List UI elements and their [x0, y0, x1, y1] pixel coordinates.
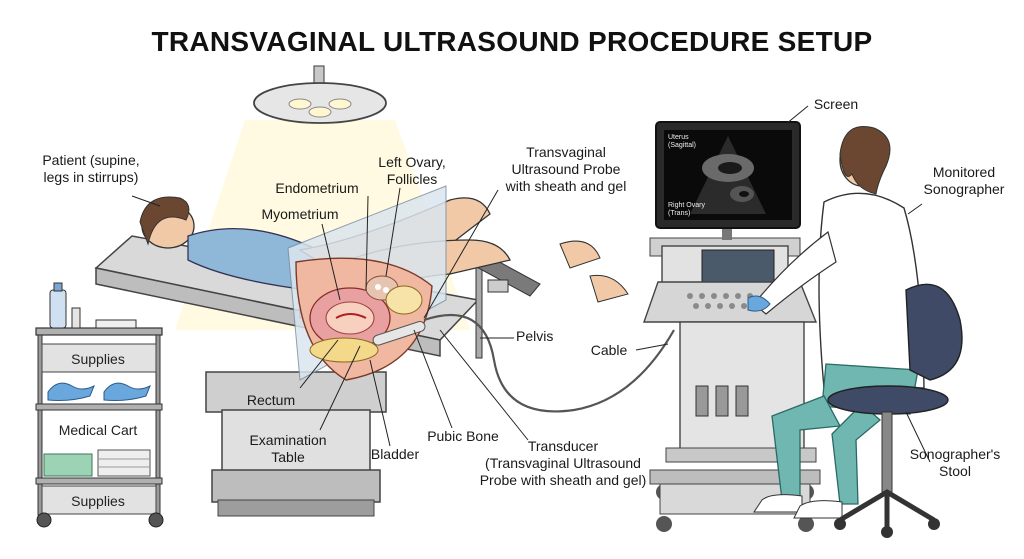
- label-pubic-bone: Pubic Bone: [427, 428, 499, 444]
- label-transducer: Transducer (Transvaginal Ultrasound Prob…: [479, 438, 647, 488]
- label-cable: Cable: [590, 342, 628, 358]
- label-rectum: Rectum: [246, 392, 296, 408]
- label-monitored-sonographer: Monitored Sonographer: [923, 164, 1005, 197]
- label-bladder: Bladder: [370, 446, 420, 462]
- medical-cart: [35, 282, 164, 528]
- label-sonographer-stool: Sonographer's Stool: [909, 446, 1001, 479]
- cart-label-supplies-bottom: Supplies: [71, 493, 125, 509]
- screen-text-uterus: Uterus (Sagittal): [668, 134, 697, 149]
- label-screen: Screen: [813, 96, 859, 112]
- label-endometrium: Endometrium: [275, 180, 359, 196]
- sonographer-stool: [827, 283, 963, 538]
- leader-lines: [131, 105, 931, 463]
- label-left-ovary: Left Ovary, Follicles: [378, 154, 446, 187]
- cart-label-medical-cart: Medical Cart: [58, 422, 138, 438]
- cart-label-supplies-top: Supplies: [71, 351, 125, 367]
- diagram-title: TRANSVAGINAL ULTRASOUND PROCEDURE SETUP: [151, 26, 873, 57]
- label-patient: Patient (supine, legs in stirrups): [42, 152, 140, 185]
- screen-text-ovary: Right Ovary (Trans): [668, 202, 705, 217]
- label-myometrium: Myometrium: [261, 206, 339, 222]
- label-examination-table: Examination Table: [249, 432, 327, 465]
- label-pelvis: Pelvis: [516, 328, 554, 344]
- ultrasound-monitor: [655, 121, 801, 240]
- label-probe: Transvaginal Ultrasound Probe with sheat…: [505, 144, 627, 194]
- probe-cable: [423, 313, 675, 413]
